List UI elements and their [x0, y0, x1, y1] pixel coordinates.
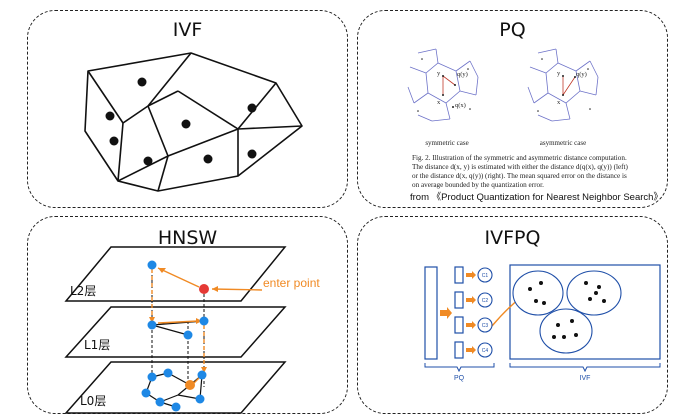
pq-brace — [424, 363, 495, 373]
subvector-box — [454, 291, 464, 309]
code-c1: C1 — [482, 273, 489, 279]
hnsw-label-l2: L2层 — [70, 284, 96, 298]
pq-left-qy: q(y) — [457, 71, 468, 78]
pq-illustration: y q(y) x q(x) symmetric case y q(y) x — [407, 48, 599, 147]
hnsw-search-edge — [157, 320, 199, 324]
hnsw-enter-node — [199, 284, 209, 294]
ivf-centroid — [137, 77, 147, 87]
pq-panel: PQ y q(y) x q(x) symmetric case — [357, 10, 668, 208]
hnsw-node — [197, 370, 207, 380]
code-circle — [477, 317, 493, 333]
hnsw-node — [147, 260, 157, 270]
subvector-box — [454, 341, 464, 359]
pq-caption-line: on average bounded by the quantization e… — [412, 181, 544, 189]
ivf-edge — [122, 105, 149, 124]
hnsw-label-l0: L0层 — [80, 394, 106, 408]
input-vector-bar — [424, 266, 438, 360]
ivf-title: IVF — [172, 19, 203, 41]
hnsw-node — [147, 320, 157, 330]
ivf-edge — [117, 155, 169, 182]
pq-asymmetric-vectors — [562, 76, 576, 96]
hnsw-label-l1: L1层 — [84, 338, 110, 352]
ivf-label: IVF — [580, 375, 591, 382]
pq-caption-line: Fig. 2. Illustration of the symmetric an… — [412, 154, 627, 162]
ivf-edge — [157, 155, 169, 192]
ivf-centroid — [105, 111, 115, 121]
hnsw-node — [171, 402, 181, 412]
pq-label: PQ — [454, 375, 465, 382]
ivf-brace — [509, 363, 661, 373]
pq-right-y: y — [557, 70, 561, 77]
code-c3: C3 — [482, 323, 489, 329]
pq-case-right: asymmetric case — [540, 139, 586, 147]
code-circle — [477, 267, 493, 283]
ivfpq-title: IVFPQ — [484, 227, 541, 249]
ivf-edge — [237, 82, 277, 130]
ivf-cluster — [539, 308, 593, 354]
hnsw-plane-l0 — [64, 361, 287, 414]
pq-right-qy: q(y) — [576, 71, 587, 78]
hnsw-node — [183, 330, 193, 340]
ivf-edge — [87, 70, 124, 124]
ivfpq-panel: IVFPQ C1 C2 C3 — [357, 216, 668, 414]
ivf-panel: IVF — [27, 10, 348, 208]
subvector-box — [454, 316, 464, 334]
ivf-centroid — [109, 136, 119, 146]
pq-title: PQ — [499, 19, 526, 41]
ivf-edge — [147, 52, 192, 107]
enter-point-arrow — [211, 288, 263, 291]
pq-case-left: symmetric case — [425, 139, 468, 147]
ivf-edge — [237, 125, 303, 130]
ivf-edge — [177, 90, 239, 130]
ivf-edge — [167, 128, 239, 157]
hnsw-title: HNSW — [157, 227, 218, 249]
hnsw-node — [141, 388, 151, 398]
hnsw-node — [195, 394, 205, 404]
pq-caption-line: or the distance d(x, q(y)) (right). The … — [412, 172, 627, 180]
ivf-edge — [117, 122, 124, 182]
pq-source-citation: from 《Product Quantization for Nearest N… — [410, 192, 663, 203]
ivf-edge — [147, 90, 179, 107]
pq-symmetric-vectors — [442, 75, 456, 95]
ivf-outline — [84, 52, 303, 192]
ivf-centroid — [247, 103, 257, 113]
pq-figure-caption: Fig. 2. Illustration of the symmetric an… — [412, 154, 657, 190]
hnsw-node — [147, 372, 157, 382]
pq-right-x: x — [557, 99, 561, 106]
code-c4: C4 — [482, 348, 489, 354]
subvector-box — [454, 266, 464, 284]
hnsw-target-node — [185, 380, 195, 390]
pq-left-qx: q(x) — [455, 102, 466, 109]
pq-caption-line: The distance d(x, y) is estimated with e… — [412, 163, 628, 171]
ivf-centroid — [203, 154, 213, 164]
ivf-centroid — [143, 156, 153, 166]
hnsw-node — [199, 316, 209, 326]
ivfpq-diagram: C1 C2 C3 C4 PQ IVF — [424, 264, 661, 382]
pq-split-arrow — [440, 307, 452, 319]
code-circle — [477, 292, 493, 308]
code-circle — [477, 342, 493, 358]
hnsw-panel: HNSW — [27, 216, 348, 414]
ivf-voronoi-diagram — [84, 52, 303, 192]
hnsw-node — [155, 397, 165, 407]
hnsw-node — [163, 368, 173, 378]
ivf-edge — [147, 105, 169, 157]
hnsw-plane-l2 — [64, 246, 287, 302]
enter-point-label: enter point — [263, 276, 320, 290]
code-c2: C2 — [482, 298, 489, 304]
ivf-centroid — [181, 119, 191, 129]
hnsw-layer-graph: L2层 L1层 L0层 enter point — [64, 246, 320, 414]
ivf-cluster — [512, 270, 564, 316]
ivf-centroid — [247, 149, 257, 159]
hnsw-search-edge — [157, 267, 200, 288]
pq-left-y: y — [437, 70, 441, 77]
pq-left-x: x — [437, 99, 441, 106]
